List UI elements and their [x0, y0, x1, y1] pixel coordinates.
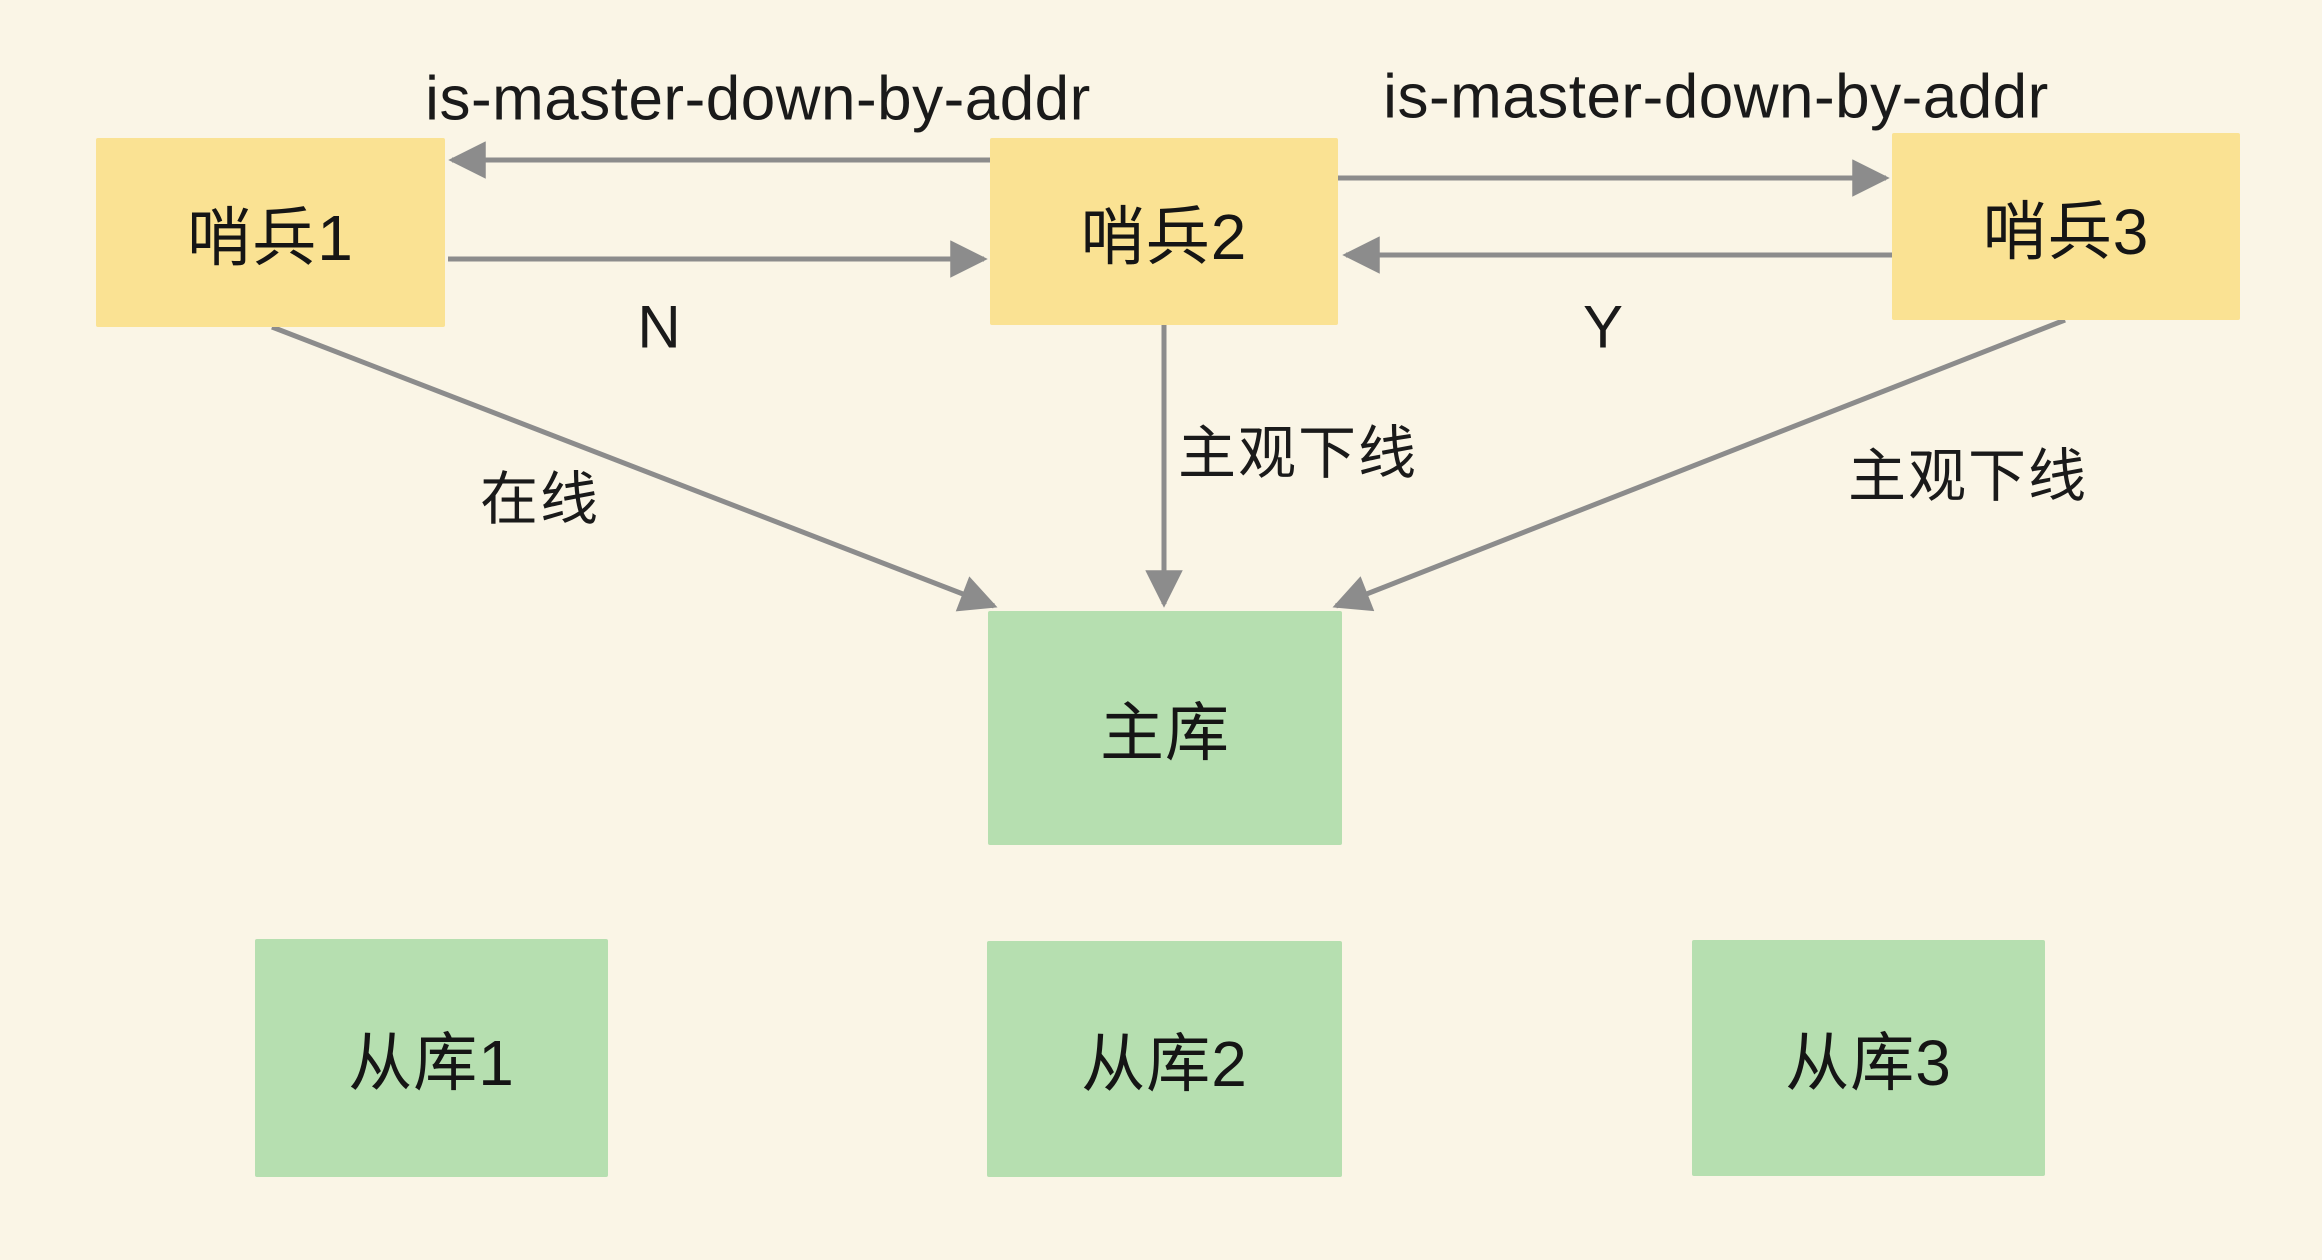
node-sentinel-1: 哨兵1: [96, 138, 445, 327]
node-sentinel-2: 哨兵2: [990, 138, 1338, 325]
edge-label-subjective-down-right: 主观下线: [1847, 444, 2089, 509]
node-slave-db-2: 从库2: [987, 941, 1342, 1177]
edge-sentinel3-to-master: [1332, 317, 2066, 612]
edge-label-protocol-left: is-master-down-by-addr: [425, 64, 1091, 134]
node-slave-db-1: 从库1: [255, 939, 608, 1177]
edge-sentinel1-to-master: [271, 324, 998, 612]
node-master-db: 主库: [988, 611, 1342, 845]
node-slave-db-3: 从库3: [1692, 940, 2045, 1176]
edge-label-vote-n: N: [637, 293, 681, 361]
edge-label-online: 在线: [479, 467, 601, 532]
edge-label-protocol-right: is-master-down-by-addr: [1383, 62, 2049, 132]
node-sentinel-3: 哨兵3: [1892, 133, 2240, 320]
edge-label-subjective-down-mid: 主观下线: [1177, 421, 1419, 486]
edge-label-vote-y: Y: [1582, 293, 1624, 361]
